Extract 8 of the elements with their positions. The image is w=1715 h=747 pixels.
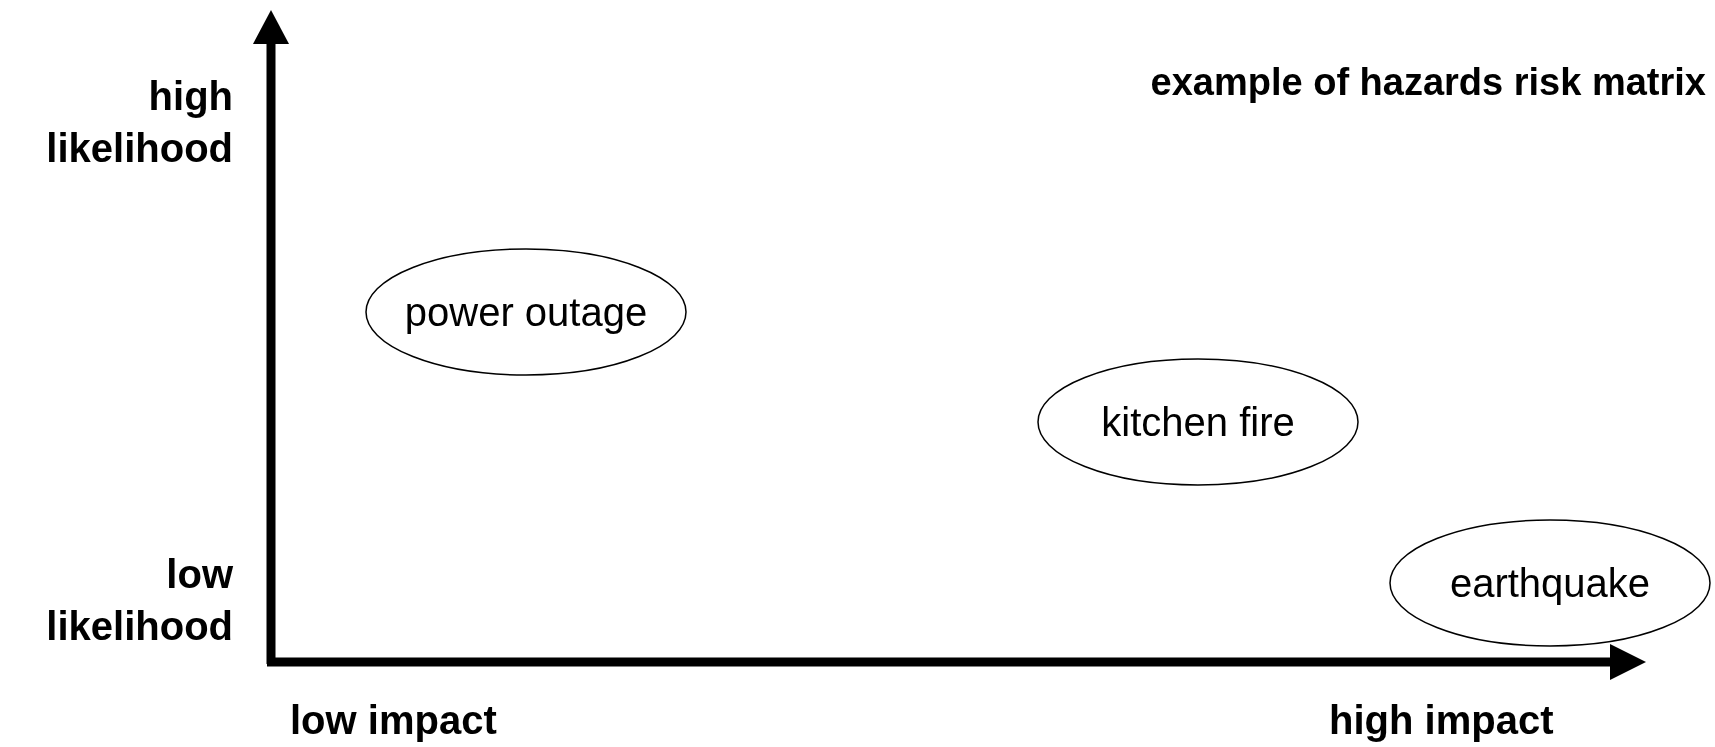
- hazard-label: earthquake: [1448, 560, 1652, 606]
- axis-label: low impact: [290, 697, 497, 744]
- hazard-label: kitchen fire: [1100, 399, 1296, 445]
- hazard-label: power outage: [403, 289, 649, 335]
- axis-label: low likelihood: [45, 551, 233, 650]
- axis-label: high impact: [1329, 697, 1554, 744]
- axis-label: high likelihood: [45, 73, 233, 172]
- chart-title: example of hazards risk matrix: [1150, 60, 1706, 105]
